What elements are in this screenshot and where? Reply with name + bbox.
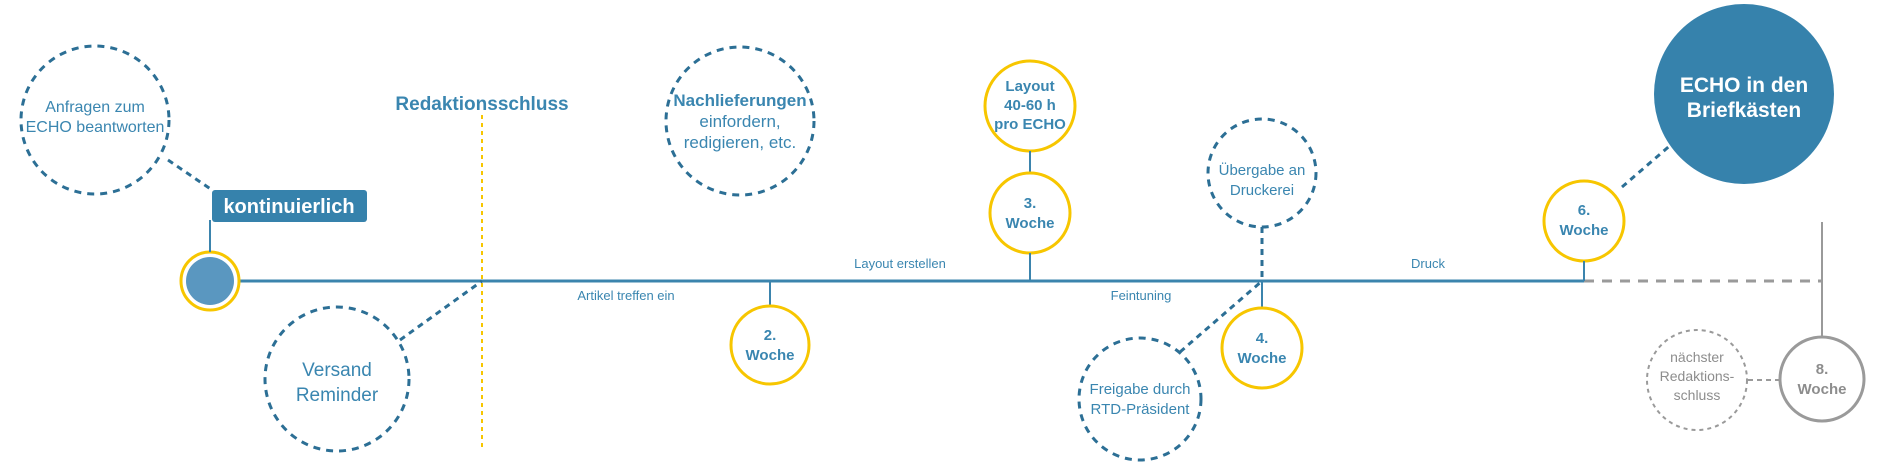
week-3-line-1: 3. <box>1024 195 1037 212</box>
versand-connector <box>399 279 483 342</box>
week-6-circle <box>1542 179 1626 263</box>
week-4-circle <box>1220 306 1304 390</box>
week-3-circle <box>988 171 1072 255</box>
week-2-circle <box>729 304 811 386</box>
echo-delivery-line-2: Briefkästen <box>1687 99 1801 122</box>
week-6-line-1: 6. <box>1578 202 1591 219</box>
versand-note-line-1: Versand <box>302 360 372 381</box>
week-8-circle <box>1778 335 1866 423</box>
naechster-redaktionsschluss-circle <box>1646 329 1748 431</box>
layout-hours-line-3: pro ECHO <box>994 116 1066 133</box>
freigabe-connector <box>1179 279 1263 354</box>
nachlieferungen-note-line-2: einfordern, <box>699 112 780 131</box>
kontinuierlich-label: kontinuierlich <box>223 196 354 218</box>
uebergabe-note-line-2: Druckerei <box>1230 182 1294 199</box>
week-4-line-2: Woche <box>1238 350 1287 367</box>
start-marker-dot <box>186 257 234 305</box>
nachlieferungen-note-line-3: redigieren, etc. <box>684 133 796 152</box>
week-2-line-1: 2. <box>764 327 777 344</box>
echo-delivery-line-1: ECHO in den <box>1680 74 1808 97</box>
freigabe-note-line-1: Freigabe durch <box>1090 381 1191 398</box>
anfragen-connector <box>167 158 213 192</box>
layout-hours-line-1: Layout <box>1005 78 1054 95</box>
anfragen-note-line-1: Anfragen zum <box>45 99 145 116</box>
phase-druck-label: Druck <box>1411 256 1445 271</box>
phase-artikel-label: Artikel treffen ein <box>577 288 674 303</box>
freigabe-note-line-2: RTD-Präsident <box>1091 401 1191 418</box>
week-8-line-2: Woche <box>1798 381 1847 398</box>
echo-connector <box>1621 141 1674 189</box>
kontinuierlich-badge <box>212 190 367 222</box>
phase-layout-erstellen-label: Layout erstellen <box>854 256 946 271</box>
naechster-line-1: nächster <box>1670 349 1724 365</box>
uebergabe-note-line-1: Übergabe an <box>1219 161 1306 179</box>
versand-note-line-2: Reminder <box>296 385 379 406</box>
naechster-line-3: schluss <box>1674 387 1721 403</box>
anfragen-note-line-2: ECHO beantworten <box>26 119 165 136</box>
week-2-line-2: Woche <box>746 347 795 364</box>
nachlieferungen-note-circle <box>664 45 816 197</box>
nachlieferungen-note-line-1: Nachlieferungen <box>673 91 806 110</box>
versand-note-circle <box>263 305 411 453</box>
week-3-line-2: Woche <box>1006 215 1055 232</box>
week-4-line-1: 4. <box>1256 330 1269 347</box>
naechster-line-2: Redaktions- <box>1660 368 1735 384</box>
anfragen-note-circle <box>19 44 171 196</box>
echo-delivery-circle <box>1654 4 1834 184</box>
week-8-line-1: 8. <box>1816 361 1829 378</box>
layout-hours-line-2: 40-60 h <box>1004 97 1056 114</box>
week-6-line-2: Woche <box>1560 222 1609 239</box>
phase-feintuning-label: Feintuning <box>1111 288 1172 303</box>
redaktionsschluss-label: Redaktionsschluss <box>395 94 568 115</box>
freigabe-note-circle <box>1077 336 1203 462</box>
